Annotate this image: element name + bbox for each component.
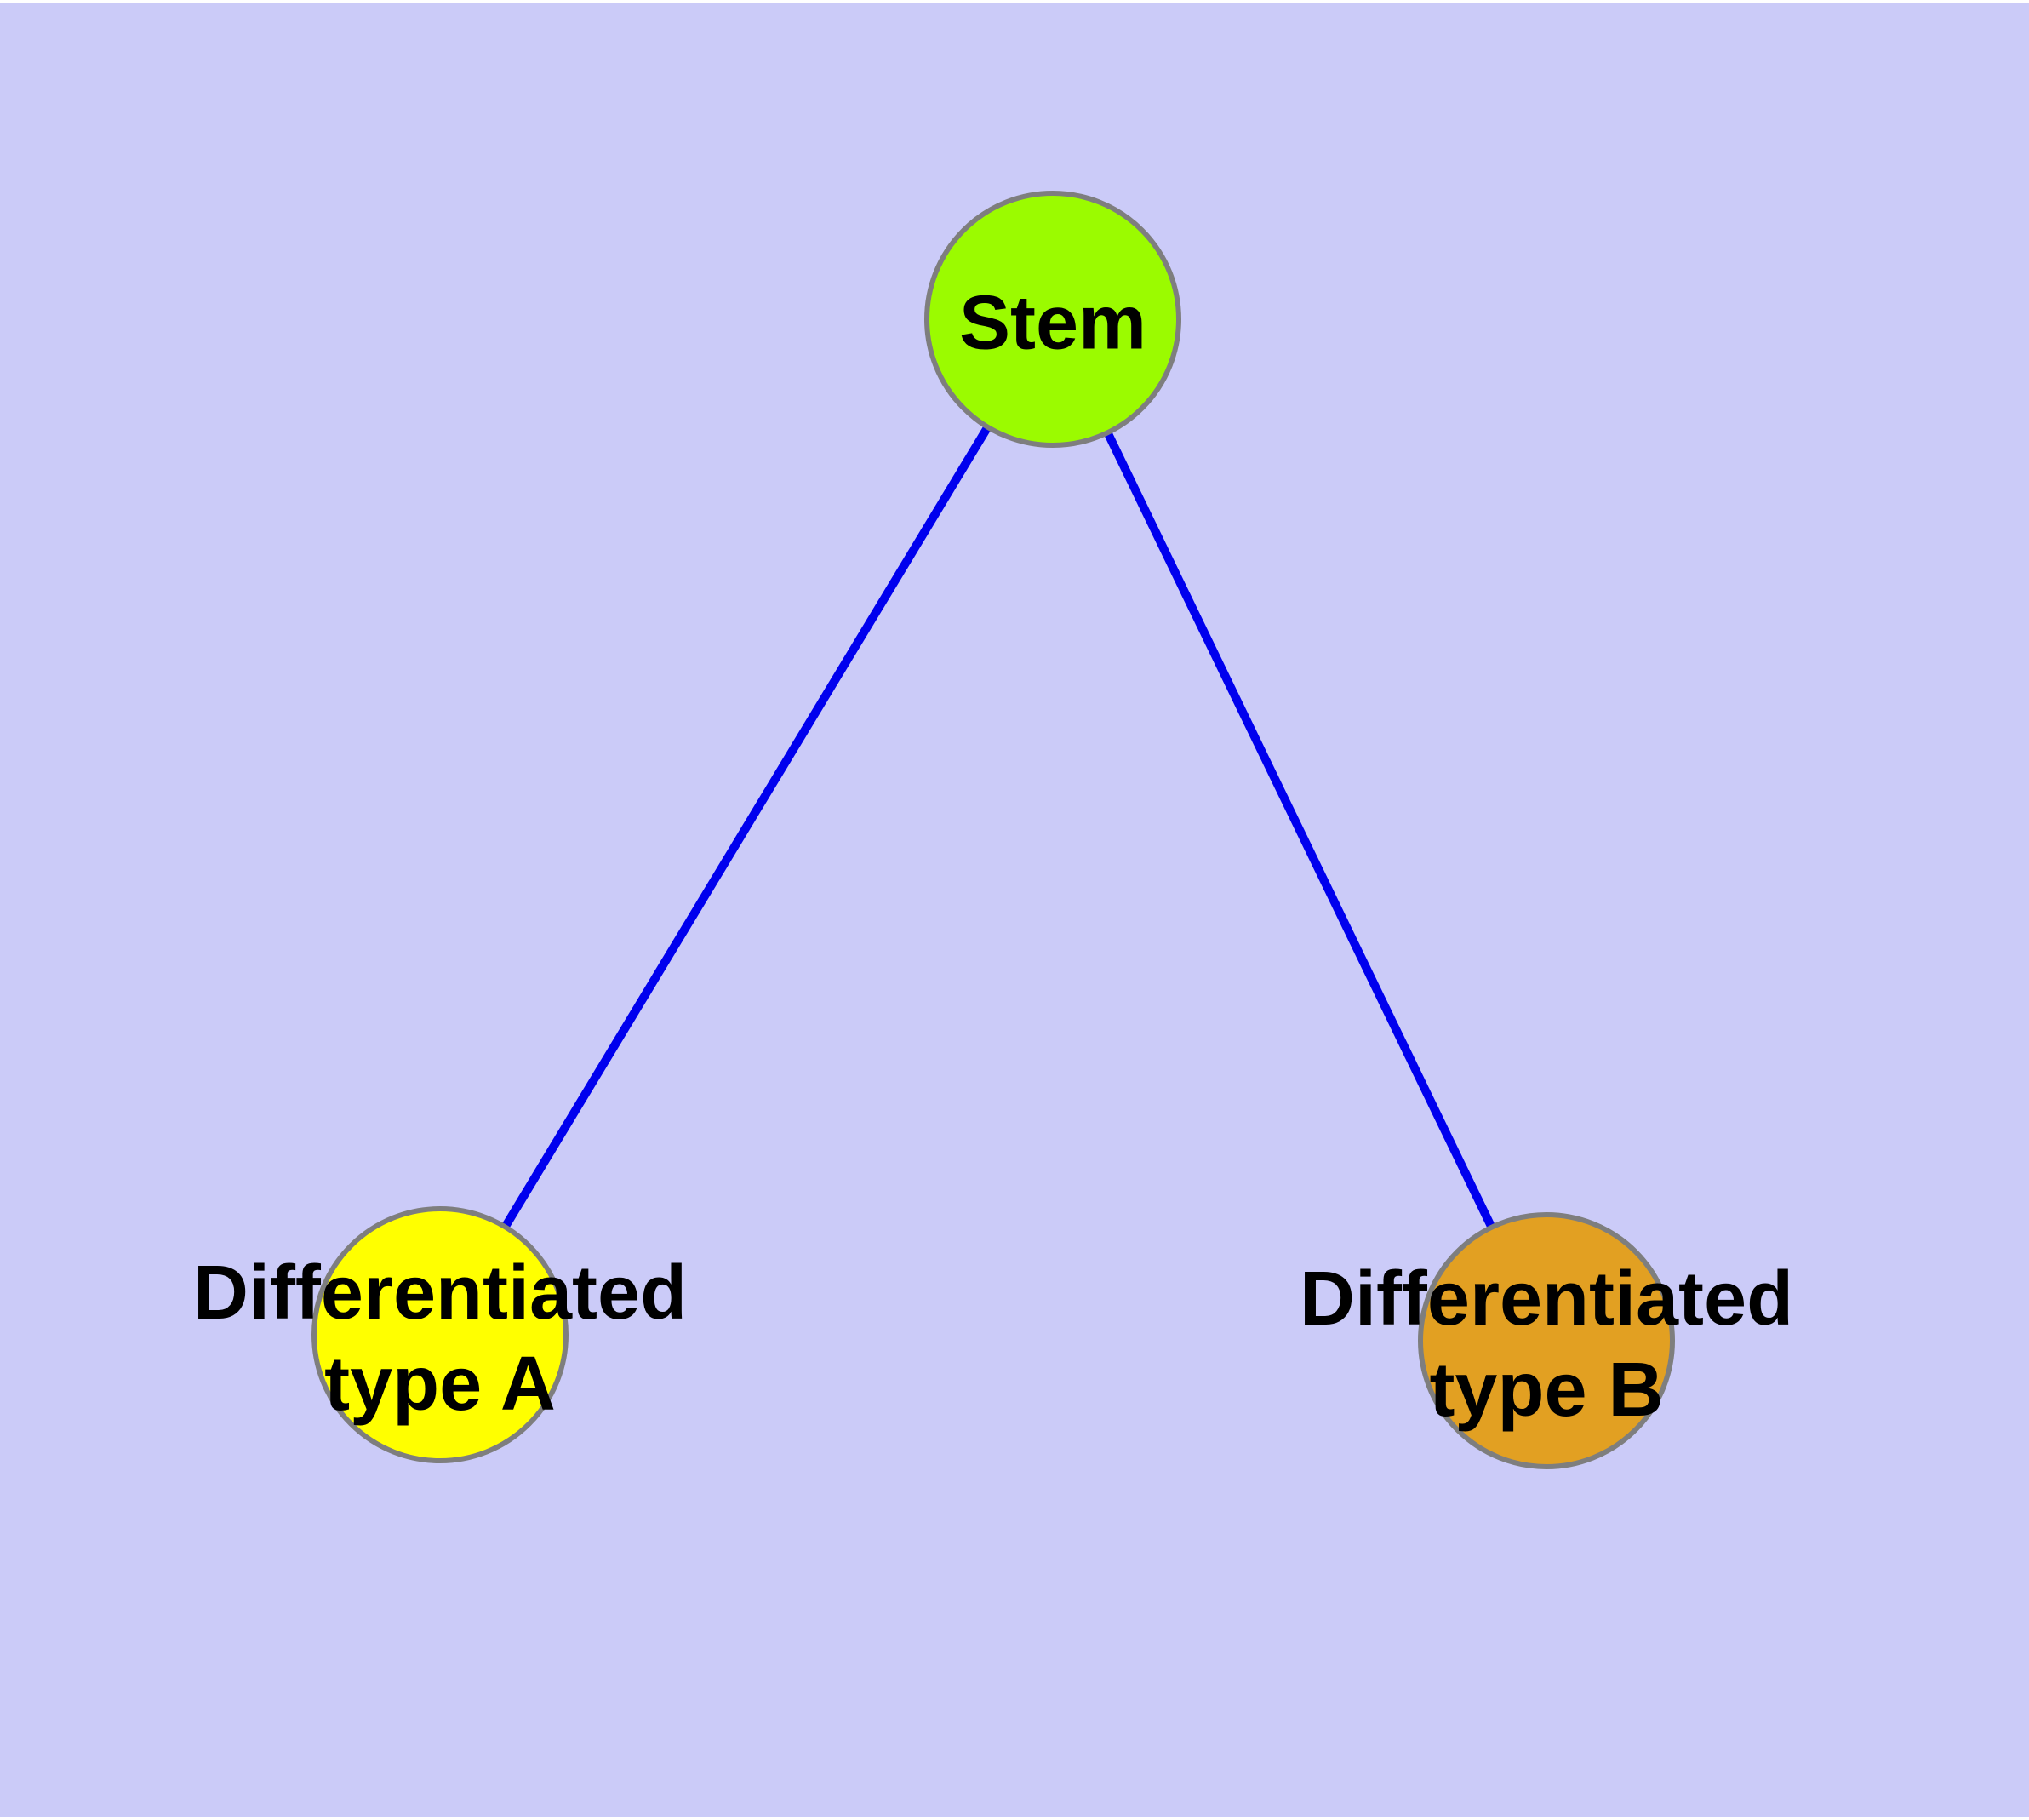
edge-stem-to-type-a: [436, 317, 1057, 1337]
edge-layer: [436, 317, 1551, 1343]
node-stem: [924, 191, 1181, 448]
node-differentiated-type-b: [1418, 1212, 1675, 1469]
edge-stem-to-type-b: [1049, 317, 1551, 1343]
node-label-differentiated-type-a: Differentiated type A: [192, 1251, 688, 1427]
node-label-differentiated-type-b: Differentiated type B: [1299, 1256, 1794, 1433]
node-label-stem: Stem: [958, 280, 1147, 366]
node-differentiated-type-a: [311, 1206, 569, 1463]
